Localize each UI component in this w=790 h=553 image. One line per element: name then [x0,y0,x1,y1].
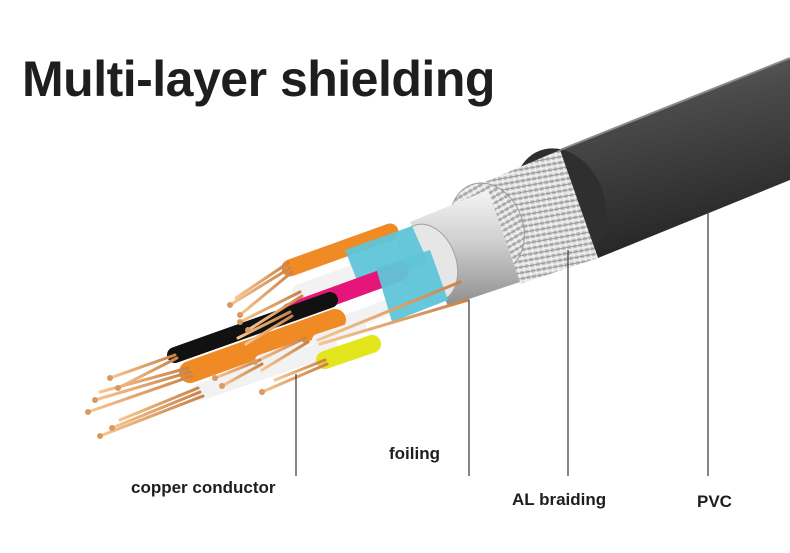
label-copper-conductor: copper conductor [131,478,276,497]
label-foiling: foiling [389,444,440,463]
wire-bundle [167,223,448,401]
label-al-braiding: AL braiding [512,490,607,509]
label-pvc: PVC [697,492,732,511]
page-title: Multi-layer shielding [22,51,495,107]
leader-lines [295,212,709,476]
copper-tips [85,302,265,439]
copper-strands [86,261,470,438]
